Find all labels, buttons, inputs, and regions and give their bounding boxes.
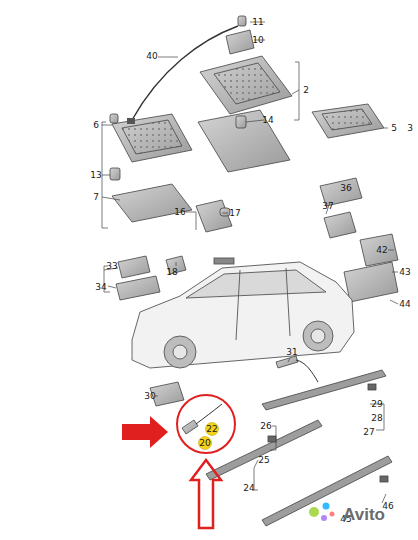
- callout-number: 42: [376, 246, 387, 255]
- callout-number: 36: [340, 184, 351, 193]
- callout-number: 33: [106, 262, 117, 271]
- callout-number: 37: [322, 202, 333, 211]
- callout-number: 25: [258, 456, 269, 465]
- callout-number: 6: [93, 121, 99, 130]
- callout-number: 16: [174, 208, 185, 217]
- callout-number: 17: [229, 209, 240, 218]
- callout-number: 31: [286, 348, 297, 357]
- callout-number: 22: [206, 425, 217, 434]
- callout-number: 20: [199, 439, 210, 448]
- callout-number: 3: [407, 124, 413, 133]
- callout-number: 18: [166, 268, 177, 277]
- watermark: Avito: [343, 506, 385, 523]
- callout-number: 28: [371, 414, 382, 423]
- callout-number: 13: [90, 171, 101, 180]
- callout-number: 10: [252, 36, 263, 45]
- callout-number: 29: [371, 400, 382, 409]
- callout-number: 27: [363, 428, 374, 437]
- callout-number: 11: [252, 18, 263, 27]
- callout-number: 5: [391, 124, 397, 133]
- callout-number: 26: [260, 422, 271, 431]
- callout-number: 24: [243, 484, 254, 493]
- callout-number: 44: [399, 300, 410, 309]
- callout-number: 40: [146, 52, 157, 61]
- callout-number: 43: [399, 268, 410, 277]
- callout-number: 34: [95, 283, 106, 292]
- callout-number: 30: [144, 392, 155, 401]
- callout-number: 14: [262, 116, 273, 125]
- callout-number: 2: [303, 86, 309, 95]
- callout-number: 7: [93, 193, 99, 202]
